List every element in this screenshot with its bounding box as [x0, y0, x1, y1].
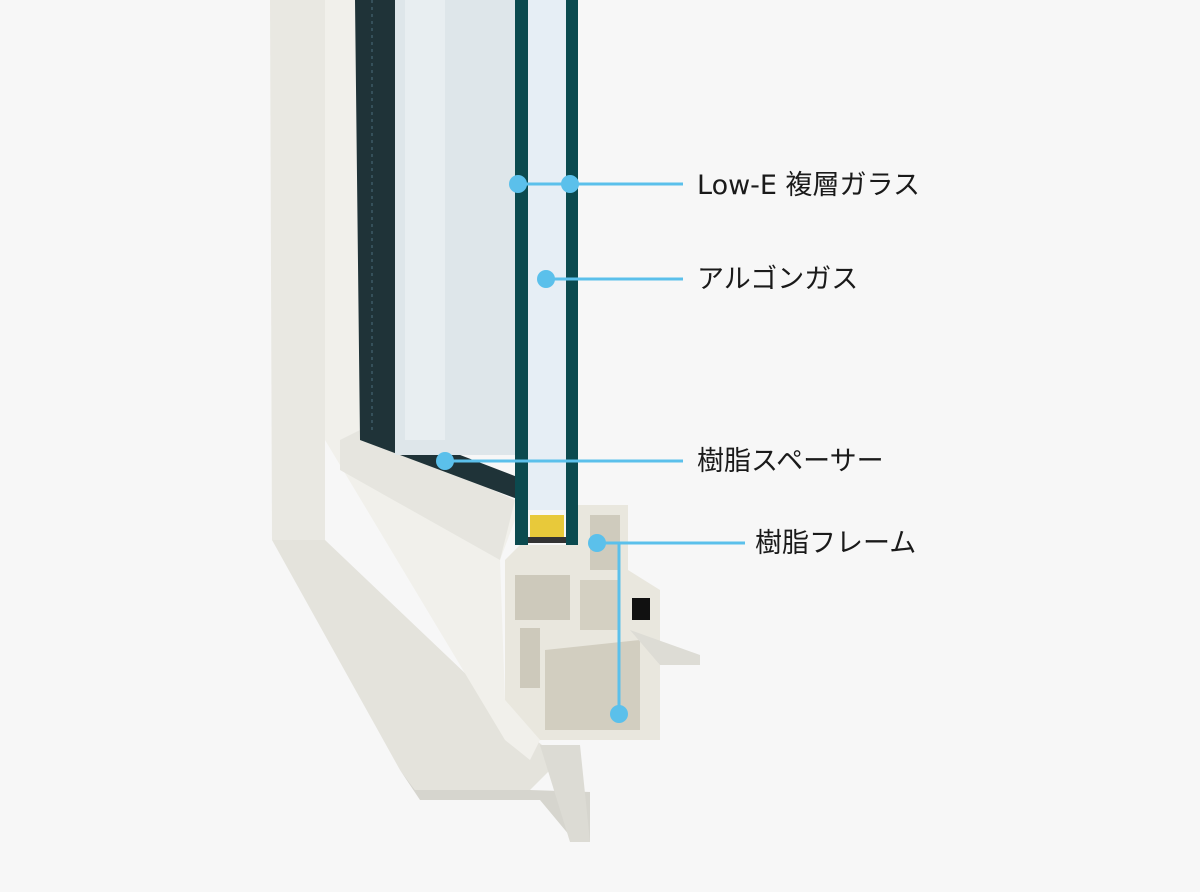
- callout-dot-argon: [537, 270, 555, 288]
- outer-frame: [270, 0, 325, 540]
- glass-edge-1: [515, 0, 528, 545]
- callout-dot-spacer: [436, 452, 454, 470]
- sash-bevel: [340, 430, 515, 560]
- callout-dot-frame-1: [588, 534, 606, 552]
- sash-frame: [325, 0, 540, 760]
- fin: [540, 745, 590, 842]
- sill: [272, 540, 560, 790]
- label-resin-frame: 樹脂フレーム: [755, 528, 917, 559]
- spacer: [530, 515, 564, 537]
- callout-dot-low-e-2: [561, 175, 579, 193]
- callout-dot-low-e-1: [509, 175, 527, 193]
- label-low-e-glass: Low-E 複層ガラス: [697, 170, 921, 201]
- argon-gap: [528, 0, 566, 510]
- label-argon-gas: アルゴンガス: [697, 264, 859, 295]
- label-resin-spacer: 樹脂スペーサー: [697, 446, 884, 477]
- glass-edge-2: [566, 0, 578, 545]
- callout-dot-frame-2: [610, 705, 628, 723]
